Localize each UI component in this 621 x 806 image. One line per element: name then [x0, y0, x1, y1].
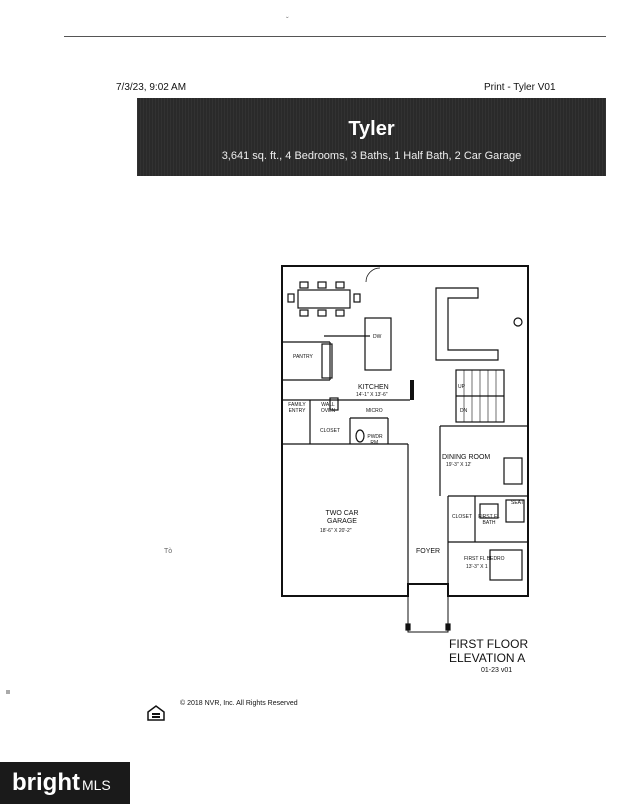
plan-subtitle: 3,641 sq. ft., 4 Bedrooms, 3 Baths, 1 Ha…: [221, 150, 522, 162]
vanity: [479, 503, 499, 519]
dining-table: [297, 289, 351, 309]
door-swing: [365, 267, 381, 283]
label-closet-2: CLOSET: [452, 514, 473, 520]
label-dining-room: DINING ROOM: [442, 454, 491, 461]
label-up: UP: [458, 384, 465, 390]
title-banner: Tyler 3,641 sq. ft., 4 Bedrooms, 3 Baths…: [137, 98, 606, 176]
equal-housing-icon: [147, 705, 165, 721]
stray-mark: Tò: [164, 548, 173, 555]
label-foyer: FOYER: [416, 548, 441, 555]
caption-version: 01-23 v01: [481, 667, 513, 674]
bed: [489, 549, 523, 581]
copyright: © 2018 NVR, Inc. All Rights Reserved: [180, 700, 298, 707]
logo-mls: MLS: [81, 777, 111, 793]
fridge: [321, 343, 333, 379]
print-label: Print - Tyler V01: [484, 82, 556, 93]
label-first-fl-bedroom: FIRST FL BEDRO: [464, 556, 505, 562]
label-family-entry: FAMILY ENTRY: [288, 402, 306, 414]
label-bedroom-dim: 13'-3" X 1: [466, 564, 488, 570]
label-powder-room: PWDR RM.: [367, 434, 383, 446]
label-seat: SEAT: [511, 500, 524, 506]
label-kitchen-dim: 14'-1" X 13'-6": [356, 392, 388, 398]
label-kitchen: KITCHEN: [358, 384, 389, 391]
label-first-fl-bath: FIRST FL BATH: [478, 514, 500, 526]
label-dn: DN: [460, 408, 468, 414]
kitchen-island: [364, 317, 392, 371]
lamp: [513, 317, 523, 327]
caption-elevation: ELEVATION A: [449, 651, 526, 665]
toilet: [355, 429, 365, 443]
wall-oven-unit: [329, 397, 339, 411]
label-dining-dim: 19'-3" X 12': [446, 462, 472, 468]
plan-title: Tyler: [348, 118, 395, 140]
caption-floor: FIRST FLOOR: [449, 637, 529, 651]
label-pantry: PANTRY: [293, 354, 313, 360]
label-garage: TWO CAR GARAGE: [325, 510, 359, 525]
label-dw: DW: [373, 334, 382, 340]
label-closet: CLOSET: [320, 428, 341, 434]
floor-plan: PANTRY KITCHEN 14'-1" X 13'-6" FAMILY EN…: [270, 258, 540, 638]
shower: [505, 499, 525, 523]
logo-brand: bright: [12, 769, 80, 796]
label-garage-dim: 18'-6" X 20'-2": [320, 528, 352, 534]
print-date: 7/3/23, 9:02 AM: [116, 82, 187, 93]
label-wall-oven: WALL OVEN: [320, 402, 336, 414]
label-micro: MICRO: [366, 408, 383, 414]
floor-plan-drawing: [281, 265, 529, 633]
scan-mark: ˇ: [286, 16, 289, 25]
scan-speck: [6, 690, 10, 694]
sofa: [435, 287, 499, 361]
fireplace-block: [410, 380, 414, 400]
top-rule: [64, 36, 606, 37]
chair: [503, 457, 523, 485]
